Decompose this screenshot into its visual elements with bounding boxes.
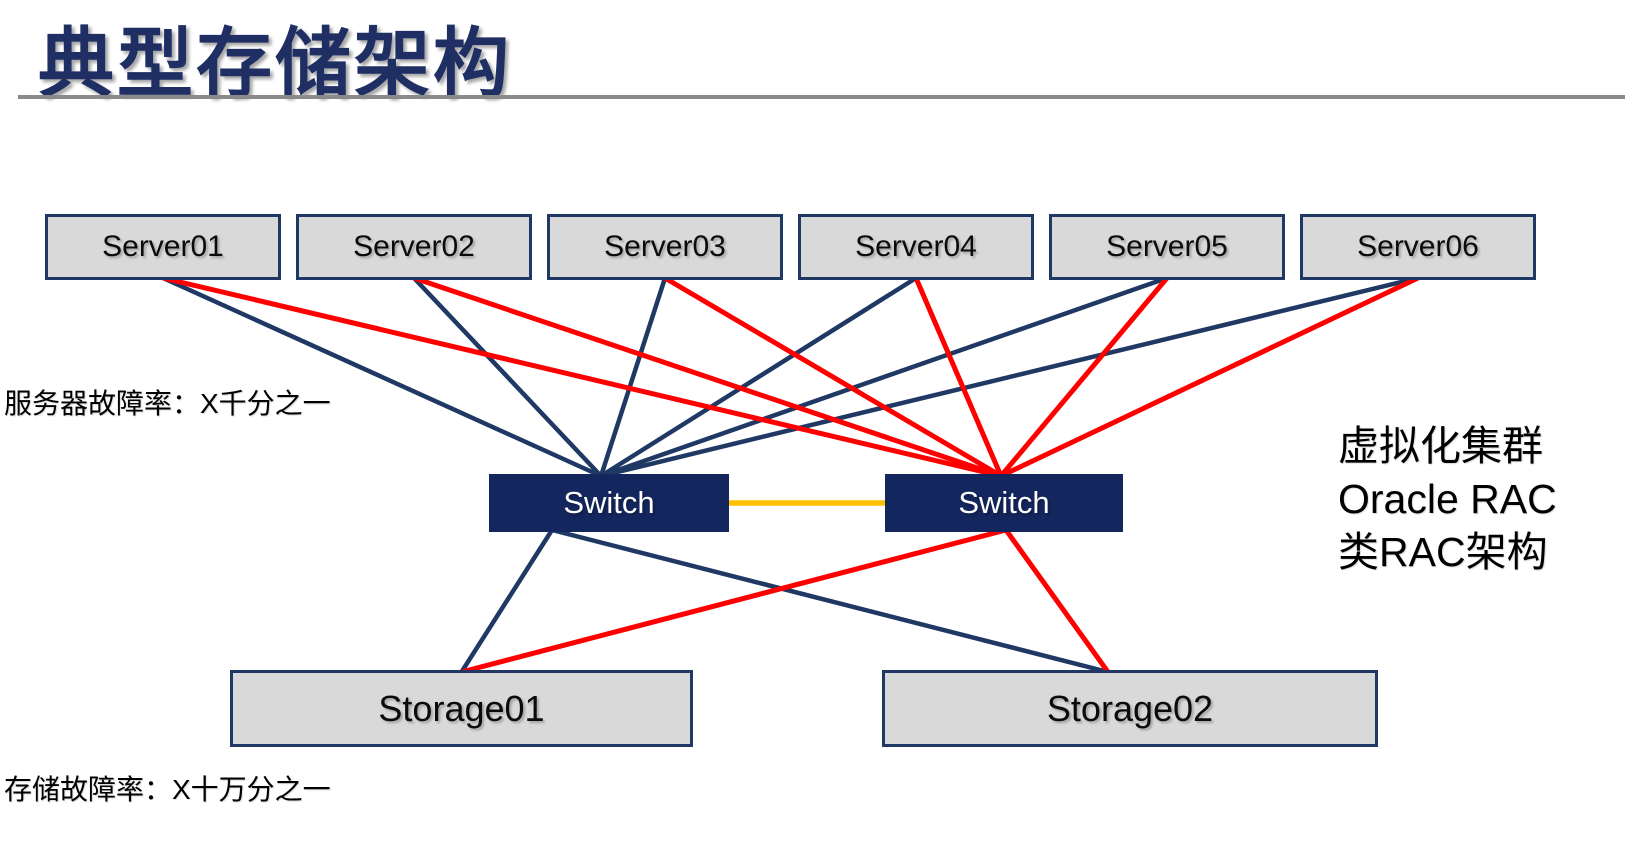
cluster-note-line-3: 类RAC架构 — [1338, 529, 1548, 575]
storage-02-label: Storage02 — [1046, 687, 1214, 729]
server-01-box: Server01 — [45, 214, 281, 280]
link-server-04-switch-b — [913, 277, 1004, 477]
server-04-label: Server04 — [855, 230, 977, 263]
link-server-01-switch-a — [162, 275, 602, 479]
storage-02-box: Storage02 — [882, 670, 1378, 747]
storage-01-label: Storage01 — [378, 687, 545, 729]
server-failure-rate-caption: 服务器故障率：X千分之一 — [4, 388, 331, 419]
server-05-label: Server05 — [1106, 230, 1228, 263]
switch-b-label: Switch — [958, 485, 1050, 520]
server-04-box: Server04 — [798, 214, 1034, 280]
server-03-box: Server03 — [547, 214, 783, 280]
link-server-02-switch-a — [412, 276, 603, 478]
link-switch-a-storage-02 — [551, 527, 1109, 675]
storage-failure-rate-caption: 存储故障率：X十万分之一 — [4, 774, 331, 805]
link-server-04-switch-a — [599, 276, 918, 478]
link-switch-a-storage-01 — [459, 528, 554, 674]
server-02-box: Server02 — [296, 214, 532, 280]
link-switch-b-storage-02 — [1003, 528, 1111, 674]
title-divider — [18, 95, 1625, 99]
server-02-label: Server02 — [353, 230, 475, 263]
link-server-03-switch-a — [598, 277, 668, 477]
server-05-box: Server05 — [1049, 214, 1285, 280]
switch-a-label: Switch — [563, 485, 655, 520]
link-server-01-switch-b — [162, 275, 1002, 479]
link-server-06-switch-a — [600, 275, 1419, 479]
server-06-box: Server06 — [1300, 214, 1536, 280]
switch-b-box: Switch — [885, 474, 1123, 532]
cluster-note-line-1: 虚拟化集群 — [1338, 423, 1543, 469]
server-01-label: Server01 — [102, 230, 224, 263]
link-switch-b-storage-01 — [460, 527, 1007, 675]
link-server-02-switch-b — [413, 275, 1002, 479]
cluster-note: 虚拟化集群 Oracle RAC 类RAC架构 — [1338, 420, 1557, 579]
link-server-05-switch-b — [999, 276, 1169, 478]
server-03-label: Server03 — [604, 230, 726, 263]
storage-01-box: Storage01 — [230, 670, 693, 747]
link-server-03-switch-b — [663, 275, 1003, 479]
link-server-05-switch-a — [600, 275, 1168, 479]
page-title: 典型存储架构 — [38, 22, 512, 107]
cluster-note-line-2: Oracle RAC — [1338, 476, 1557, 522]
switch-a-box: Switch — [489, 474, 729, 532]
server-06-label: Server06 — [1357, 230, 1479, 263]
